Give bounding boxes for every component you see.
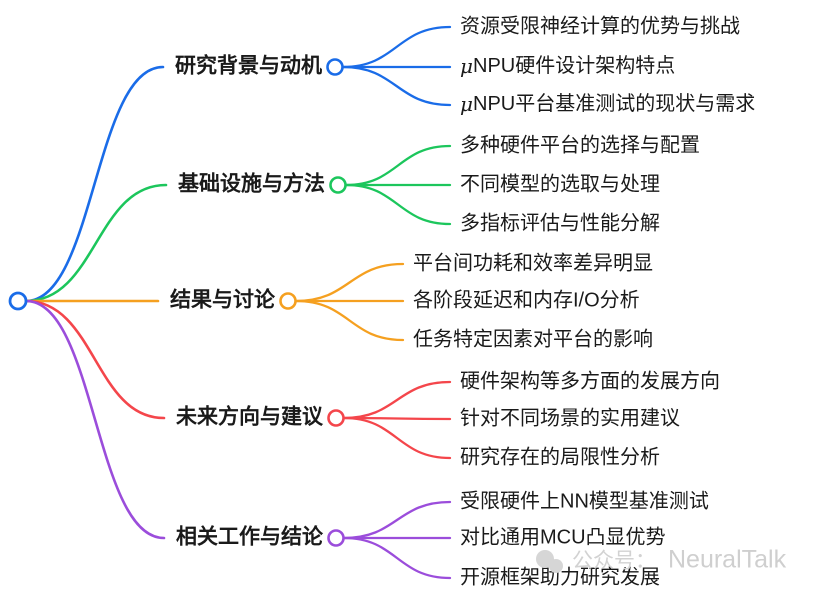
leaf-link-background-motivation-0 (341, 25, 452, 69)
leaf-link-related-work-conclusion-2 (342, 536, 452, 580)
leaf-link-infrastructure-methods-2 (344, 183, 452, 226)
branch-node-results-discussion[interactable] (279, 292, 297, 310)
leaf-label-future-directions-1: 针对不同场景的实用建议 (460, 406, 680, 429)
leaf-link-future-directions-2 (342, 416, 452, 460)
leaf-label-infrastructure-methods-2: 多指标评估与性能分解 (460, 211, 660, 234)
branch-label-future-directions: 未来方向与建议 (176, 405, 324, 429)
leaf-label-background-motivation-1: μNPU硬件设计架构特点 (460, 54, 675, 78)
leaf-link-future-directions-0 (342, 380, 452, 420)
branch-node-related-work-conclusion[interactable] (327, 529, 345, 547)
branch-link-infrastructure-methods (24, 183, 168, 303)
root-node[interactable] (8, 291, 28, 311)
branch-label-background-motivation: 研究背景与动机 (175, 54, 322, 78)
branch-label-infrastructure-methods: 基础设施与方法 (178, 172, 325, 196)
branch-link-future-directions (24, 299, 166, 420)
watermark-name: NeuralTalk (668, 546, 787, 574)
leaf-label-future-directions-2: 研究存在的局限性分析 (460, 445, 660, 468)
branch-node-future-directions[interactable] (327, 409, 345, 427)
leaf-label-related-work-conclusion-0: 受限硬件上NN模型基准测试 (460, 489, 709, 512)
leaf-label-results-discussion-0: 平台间功耗和效率差异明显 (413, 251, 653, 274)
branch-node-infrastructure-methods[interactable] (329, 176, 347, 194)
branch-label-related-work-conclusion: 相关工作与结论 (176, 525, 324, 549)
leaf-label-infrastructure-methods-1: 不同模型的选取与处理 (460, 172, 660, 195)
leaf-link-results-discussion-0 (294, 262, 405, 303)
leaf-link-background-motivation-2 (341, 65, 452, 107)
watermark-prefix: 公众号： (572, 550, 656, 573)
leaf-label-results-discussion-1: 各阶段延迟和内存I/O分析 (413, 288, 640, 311)
leaf-link-results-discussion-2 (294, 299, 405, 342)
branch-node-background-motivation[interactable] (326, 58, 344, 76)
watermark: 公众号： NeuralTalk (536, 546, 787, 574)
node-group (8, 58, 347, 547)
leaf-label-background-motivation-0: 资源受限神经计算的优势与挑战 (460, 14, 740, 37)
leaf-label-related-work-conclusion-2: 开源框架助力研究发展 (460, 565, 660, 588)
leaf-label-infrastructure-methods-0: 多种硬件平台的选择与配置 (460, 133, 700, 156)
branch-link-related-work-conclusion (24, 299, 166, 540)
branch-label-results-discussion: 结果与讨论 (170, 288, 276, 312)
leaf-link-infrastructure-methods-0 (344, 144, 452, 187)
leaf-link-group (294, 25, 452, 580)
leaf-label-related-work-conclusion-1: 对比通用MCU凸显优势 (460, 525, 666, 548)
label-group: 研究背景与动机 资源受限神经计算的优势与挑战 μNPU硬件设计架构特点 μNPU平台基… (170, 14, 755, 588)
branch-link-background-motivation (24, 65, 165, 303)
leaf-label-results-discussion-2: 任务特定因素对平台的影响 (413, 327, 653, 350)
leaf-link-future-directions-1 (342, 416, 452, 421)
leaf-label-future-directions-0: 硬件架构等多方面的发展方向 (460, 369, 720, 392)
wechat-icon-secondary (549, 559, 563, 573)
leaf-label-background-motivation-2: μNPU平台基准测试的现状与需求 (460, 92, 755, 116)
branch-link-group (24, 65, 168, 540)
leaf-link-related-work-conclusion-0 (342, 500, 452, 540)
